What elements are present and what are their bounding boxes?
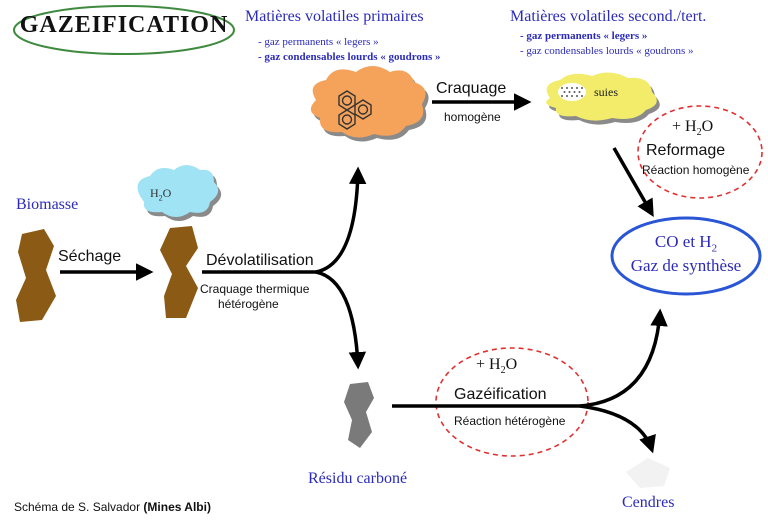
- reformage-desc: Réaction homogène: [642, 163, 750, 177]
- credit-bold: (Mines Albi): [143, 500, 211, 514]
- ash-label: Cendres: [622, 494, 675, 511]
- reforming-arrow: [612, 147, 654, 218]
- soot-label: suies: [594, 85, 618, 99]
- reformage-sub: 2: [696, 127, 702, 139]
- water-cloud-shape: [137, 165, 219, 217]
- water-sub: 2: [158, 193, 163, 203]
- devol-down-arrow: [315, 270, 367, 370]
- credit-line: Schéma de S. Salvador (Mines Albi): [14, 500, 211, 514]
- ash-pile: [626, 458, 670, 488]
- reformage-ellipse: [637, 105, 763, 199]
- gazeification-sub: 2: [500, 365, 506, 377]
- gazeification-desc: Réaction hétérogène: [454, 414, 566, 428]
- page-title: GAZEIFICATION: [19, 12, 229, 38]
- cracking-label: Craquage: [436, 80, 507, 97]
- reformage-plus-h: + H: [672, 118, 697, 135]
- soot-particles-icon: [558, 83, 586, 101]
- syngas-co-h: CO et H: [654, 232, 712, 251]
- reformage-water: + H2O: [672, 118, 713, 138]
- residue-label: Résidu carboné: [308, 470, 408, 487]
- secondary-heading: Matières volatiles second./tert.: [510, 8, 707, 25]
- dried-biomass-piece: [160, 226, 198, 318]
- syngas-line1: CO et H2: [612, 232, 760, 254]
- cracking-sub: homogène: [444, 110, 501, 124]
- primary-item-heavy: - gaz condensables lourds « goudrons »: [258, 51, 441, 63]
- devolatilisation-label: Dévolatilisation: [206, 252, 314, 269]
- water-h: H: [150, 186, 159, 200]
- reformage-label: Reformage: [646, 142, 726, 159]
- secondary-item-light: - gaz permanents « legers »: [520, 30, 648, 42]
- devol-up-arrow: [315, 166, 367, 274]
- gazeification-label: Gazéification: [454, 386, 547, 403]
- secondary-item-heavy: - gaz condensables lourds « goudrons »: [520, 45, 694, 57]
- reformage-o: O: [701, 118, 714, 135]
- gazeification-plus-h: + H: [476, 356, 501, 373]
- devolatilisation-sub1: Craquage thermique: [200, 282, 310, 296]
- primary-item-light: - gaz permanents « legers »: [258, 36, 379, 48]
- drying-label: Séchage: [58, 248, 122, 265]
- gazeification-o: O: [505, 356, 518, 373]
- gazeification-water: + H2O: [476, 356, 517, 376]
- gasification-to-ash-arrow: [579, 404, 656, 454]
- title-ellipse: [13, 5, 235, 55]
- primary-heading: Matières volatiles primaires: [245, 8, 424, 25]
- aromatic-rings-icon: [338, 90, 372, 130]
- water-o: O: [162, 186, 172, 200]
- gazeification-ellipse: [435, 347, 589, 457]
- biomasse-label: Biomasse: [16, 196, 79, 213]
- water-cloud-label: H2O: [150, 186, 171, 202]
- devolatilisation-sub2: hétérogène: [218, 297, 279, 311]
- carbon-residue: [344, 382, 374, 448]
- syngas-ellipse: [610, 216, 762, 296]
- syngas-sub: 2: [711, 242, 718, 255]
- gasification-to-syngas-arrow: [579, 308, 668, 408]
- credit-text: Schéma de S. Salvador: [14, 500, 144, 514]
- biomass-piece: [16, 229, 56, 322]
- syngas-line2: Gaz de synthèse: [630, 256, 742, 275]
